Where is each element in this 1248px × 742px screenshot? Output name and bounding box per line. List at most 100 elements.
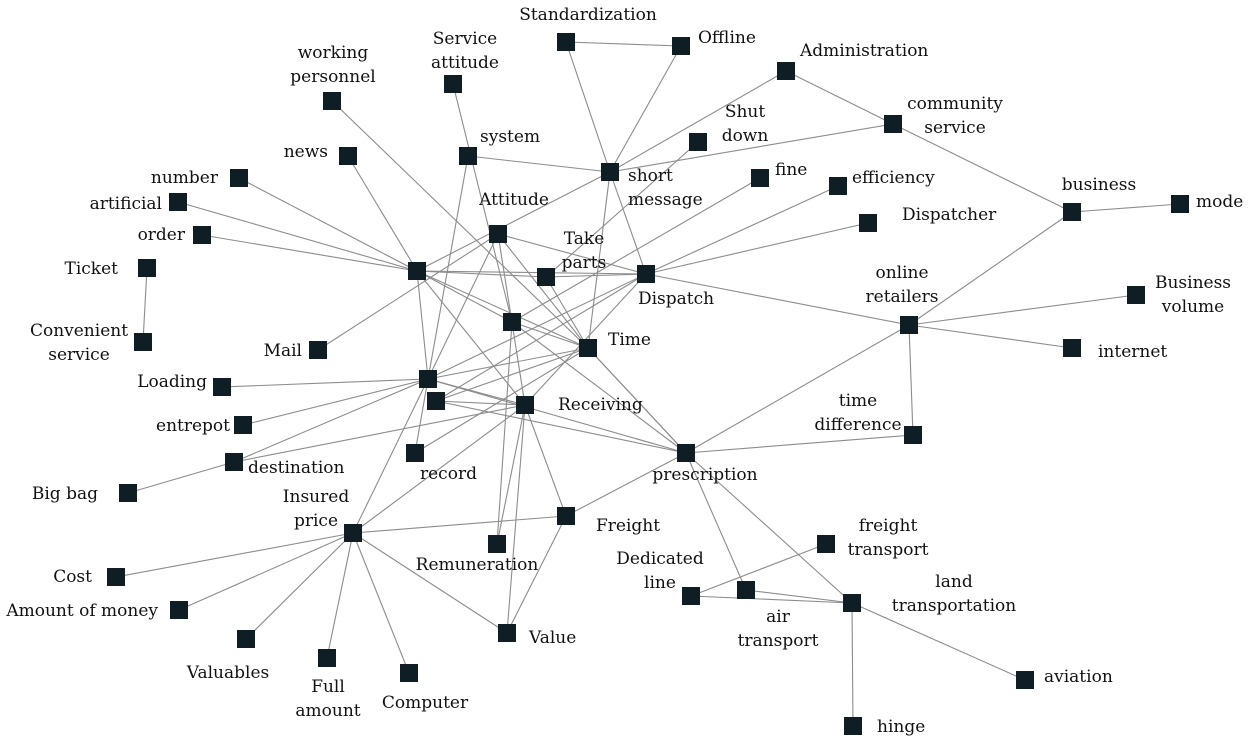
node-marker-offline [672, 37, 690, 55]
edge-prescription-land-transportation [685, 452, 853, 604]
edge-administration-community-service [785, 70, 894, 125]
node-label-efficiency: efficiency [852, 168, 935, 188]
node-label-line: Standardization [519, 5, 657, 25]
node-label-line: working [298, 43, 369, 63]
node-label-hinge: hinge [877, 717, 925, 737]
node-label-record: record [420, 464, 477, 484]
node-label-dispatch: Dispatch [638, 289, 714, 309]
node-marker-news [339, 147, 357, 165]
node-loading: Loading [137, 372, 231, 396]
edge-insured-price-amount-of-money [178, 532, 354, 611]
node-dispatcher: Dispatcher [859, 205, 997, 232]
edge-receiving-value [506, 404, 526, 634]
node-label-line: record [420, 464, 477, 484]
node-hub-d [427, 392, 445, 410]
node-label-line: retailers [866, 287, 939, 307]
node-valuables: Valuables [186, 630, 269, 683]
node-freight: Freight [557, 507, 660, 536]
node-label-artificial: artificial [90, 194, 162, 214]
node-computer: Computer [382, 664, 469, 713]
node-internet: internet [1063, 339, 1167, 362]
edge-community-service-business [892, 123, 1073, 213]
node-hub-c [419, 370, 437, 388]
node-prescription: prescription [652, 444, 758, 485]
node-marker-computer [400, 664, 418, 682]
node-marker-business-volume [1127, 286, 1145, 304]
node-label-line: Dedicated [616, 549, 704, 569]
node-label-line: Amount of money [5, 601, 158, 621]
edge-short-message-dispatch [609, 171, 647, 275]
node-mail: Mail [264, 341, 327, 361]
node-hub-a [408, 262, 426, 280]
node-marker-hub-c [419, 370, 437, 388]
node-label-cost: Cost [53, 567, 92, 587]
edge-community-service-short-message [609, 123, 894, 173]
node-marker-mail [309, 341, 327, 359]
edge-short-message-hub-a [416, 171, 611, 272]
node-label-line: hinge [877, 717, 925, 737]
node-administration: Administration [777, 41, 928, 80]
node-label-line: time [839, 391, 877, 411]
node-label-line: Business [1155, 273, 1231, 293]
node-marker-hinge [844, 717, 862, 735]
node-dispatch: Dispatch [637, 265, 714, 309]
edge-hub-c-insured-price [352, 378, 429, 534]
node-label-amount-of-money: Amount of money [5, 601, 158, 621]
edge-loading-hub-c [221, 378, 429, 388]
node-label-line: parts [562, 253, 607, 273]
node-label-line: prescription [652, 465, 757, 485]
node-marker-full-amount [318, 649, 336, 667]
node-hinge: hinge [844, 717, 925, 737]
edge-hub-a-hub-b [416, 270, 513, 323]
node-marker-freight [557, 507, 575, 525]
node-fine: fine [751, 160, 807, 187]
node-label-computer: Computer [382, 693, 469, 713]
node-label-mail: Mail [264, 341, 302, 361]
node-hub-b [503, 313, 521, 331]
edge-number-hub-a [238, 177, 418, 272]
node-marker-dedicated-line [682, 587, 700, 605]
node-marker-hub-b [503, 313, 521, 331]
node-aviation: aviation [1016, 667, 1113, 689]
node-label-line: attitude [431, 53, 499, 73]
edge-artificial-hub-a [177, 201, 418, 272]
edge-business-mode [1071, 203, 1181, 213]
edge-receiving-freight [524, 404, 567, 517]
node-marker-shut-down [689, 133, 707, 151]
edge-time-hub-c [427, 347, 589, 380]
node-label-line: Shut [725, 102, 766, 122]
node-label-line: Dispatcher [902, 205, 997, 225]
node-record: record [406, 444, 477, 484]
node-label-line: freight [859, 516, 918, 536]
node-marker-mode [1171, 195, 1189, 213]
edge-insured-price-valuables [245, 532, 354, 640]
node-marker-aviation [1016, 671, 1034, 689]
node-destination: destination [225, 453, 345, 478]
node-system: system [459, 127, 540, 165]
node-marker-administration [777, 62, 795, 80]
node-label-line: fine [775, 160, 807, 180]
node-marker-prescription [677, 444, 695, 462]
node-marker-air-transport [737, 581, 755, 599]
node-marker-order [193, 226, 211, 244]
edge-hub-a-take-parts [416, 270, 547, 278]
edge-hub-d-prescription [435, 400, 687, 454]
node-label-line: service [48, 345, 110, 365]
edge-take-parts-dispatch [545, 273, 647, 278]
edge-attitude-dispatch [497, 233, 647, 275]
node-label-line: Computer [382, 693, 469, 713]
node-label-internet: internet [1098, 342, 1167, 362]
edge-freight-insured-price [352, 515, 567, 534]
edge-hub-d-receiving [435, 400, 526, 406]
node-label-line: number [151, 168, 219, 188]
edge-hub-a-hub-c [416, 270, 429, 380]
